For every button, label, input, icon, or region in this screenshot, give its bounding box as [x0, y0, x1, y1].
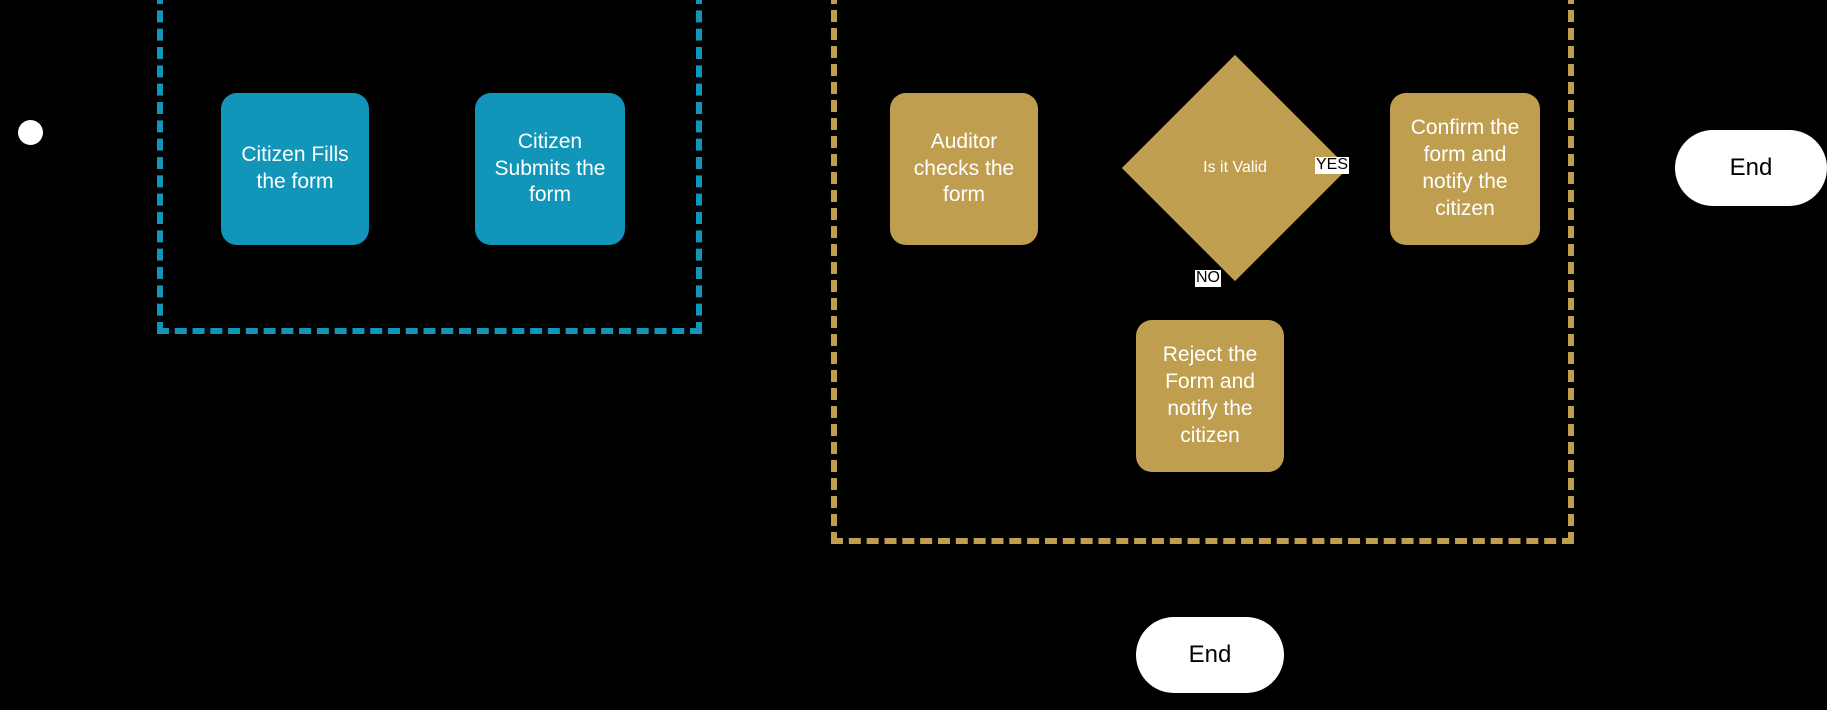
node-confirm-form[interactable]: Confirm the form and notify the citizen [1390, 93, 1540, 245]
node-reject-form[interactable]: Reject the Form and notify the citizen [1136, 320, 1284, 472]
node-citizen-fills-form[interactable]: Citizen Fills the form [221, 93, 369, 245]
node-is-it-valid-decision[interactable]: Is it Valid [1121, 54, 1349, 282]
node-end-bottom[interactable]: End [1136, 617, 1284, 693]
edge-label-no: NO [1195, 269, 1221, 287]
decision-label: Is it Valid [1203, 159, 1267, 176]
start-node[interactable] [18, 120, 43, 145]
edge-label-yes: YES [1315, 156, 1350, 174]
node-end-top[interactable]: End [1675, 130, 1827, 206]
node-citizen-submits-form[interactable]: Citizen Submits the form [475, 93, 625, 245]
swimlane-citizen[interactable] [157, 0, 702, 334]
node-auditor-checks-form[interactable]: Auditor checks the form [890, 93, 1038, 245]
swimlane-auditor[interactable] [831, 0, 1574, 544]
